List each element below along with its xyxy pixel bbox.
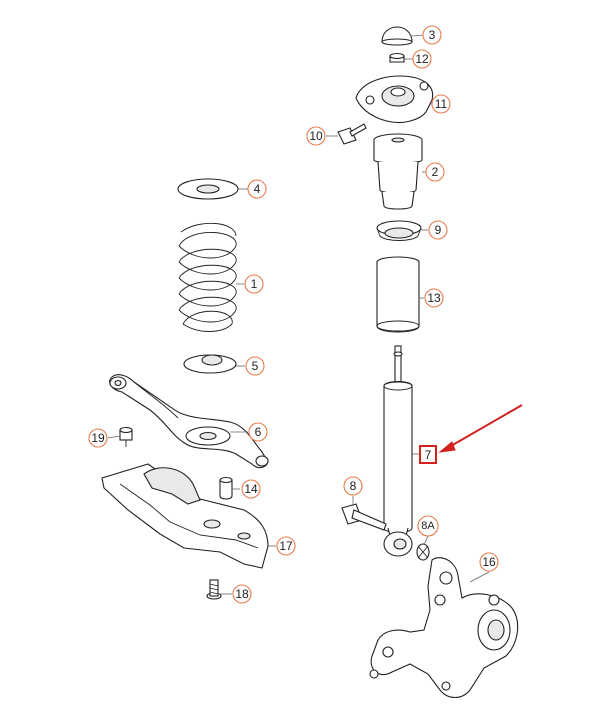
callout-9: 16 bbox=[479, 552, 499, 572]
shock-lower-eye bbox=[383, 531, 413, 557]
svg-text:16: 16 bbox=[482, 555, 496, 569]
dust-cap bbox=[381, 26, 413, 46]
callout-11: 11 bbox=[431, 94, 451, 114]
bump-stop bbox=[373, 133, 423, 210]
dust-boot bbox=[376, 256, 420, 333]
seat-ring bbox=[376, 220, 422, 241]
callout-5: 5 bbox=[245, 356, 265, 376]
svg-text:2: 2 bbox=[432, 165, 439, 179]
bolt-8 bbox=[341, 503, 387, 531]
svg-text:11: 11 bbox=[435, 97, 448, 111]
svg-text:17: 17 bbox=[279, 539, 293, 553]
svg-text:12: 12 bbox=[415, 52, 429, 66]
callout-2: 2 bbox=[425, 162, 445, 182]
spring-seat-lower bbox=[183, 354, 237, 374]
svg-text:4: 4 bbox=[254, 182, 261, 196]
strut-top-mount bbox=[355, 75, 434, 124]
callout-8a: 8A bbox=[417, 515, 439, 537]
callout-14: 13 bbox=[424, 288, 444, 308]
svg-text:19: 19 bbox=[91, 431, 105, 445]
top-nut bbox=[389, 52, 405, 63]
svg-text:7: 7 bbox=[425, 448, 432, 462]
svg-text:14: 14 bbox=[244, 482, 258, 496]
washer-8a bbox=[416, 543, 430, 561]
svg-text:8: 8 bbox=[350, 479, 357, 493]
callout-16: 14 bbox=[241, 479, 261, 499]
callout-3: 3 bbox=[422, 25, 442, 45]
callout-17: 17 bbox=[276, 536, 296, 556]
callout-18: 18 bbox=[232, 584, 252, 604]
underbody-cover bbox=[101, 463, 269, 569]
svg-text:9: 9 bbox=[435, 223, 442, 237]
svg-text:1: 1 bbox=[251, 277, 258, 291]
highlight-arrow bbox=[438, 404, 523, 453]
callout-6: 6 bbox=[248, 422, 268, 442]
spring-seat-upper bbox=[177, 178, 239, 200]
svg-text:5: 5 bbox=[252, 359, 259, 373]
bolt-12 bbox=[337, 123, 367, 145]
callout-4: 4 bbox=[247, 179, 267, 199]
coil-spring bbox=[178, 222, 237, 332]
svg-text:8A: 8A bbox=[421, 520, 435, 532]
callout-label: 3 bbox=[429, 28, 436, 42]
callout-10: 9 bbox=[428, 220, 448, 240]
control-arm bbox=[109, 374, 269, 469]
callout-7-highlight: 7 bbox=[419, 445, 437, 464]
bolt-18 bbox=[206, 579, 222, 600]
svg-text:10: 10 bbox=[309, 129, 323, 143]
callout-12: 10 bbox=[306, 126, 326, 146]
leader-lines bbox=[107, 34, 490, 595]
callout-13: 12 bbox=[412, 49, 432, 69]
svg-text:18: 18 bbox=[235, 587, 249, 601]
rubber-stopper bbox=[219, 476, 233, 500]
svg-text:13: 13 bbox=[427, 291, 441, 305]
svg-text:6: 6 bbox=[255, 425, 262, 439]
callout-1: 1 bbox=[244, 274, 264, 294]
callout-8: 8 bbox=[343, 476, 363, 496]
wheel-bearing-housing bbox=[369, 557, 519, 699]
shock-absorber bbox=[383, 345, 413, 537]
clip bbox=[119, 426, 133, 447]
callout-19: 19 bbox=[88, 428, 108, 448]
